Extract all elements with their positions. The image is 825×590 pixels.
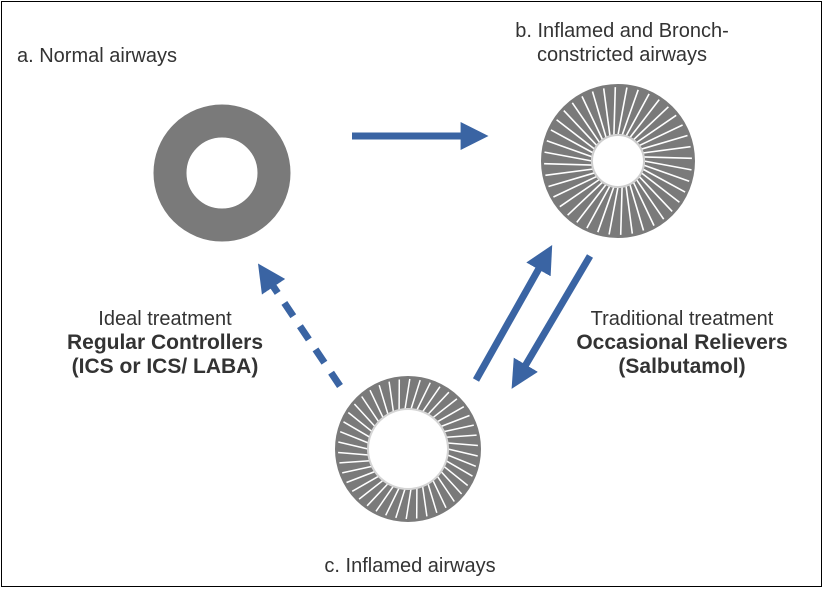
airway-fold-line bbox=[629, 183, 645, 231]
airway-fold-line bbox=[338, 451, 369, 456]
airway-fold-line bbox=[421, 486, 428, 517]
airway-fold-line bbox=[613, 87, 617, 136]
ideal-treatment-detail: (ICS or ICS/ LABA) bbox=[71, 355, 259, 378]
airway-fold-line bbox=[602, 88, 611, 137]
airway-fold-line bbox=[597, 186, 615, 233]
label-inflamed-airways: c. Inflamed airways bbox=[324, 555, 496, 577]
airway-fold-line bbox=[346, 470, 376, 484]
airway-fold-line bbox=[642, 145, 691, 154]
airway-fold-line bbox=[550, 129, 594, 154]
airway-fold-line bbox=[446, 434, 477, 438]
airway-fold-line bbox=[632, 181, 655, 226]
airway-fold-line bbox=[571, 102, 601, 144]
traditional-treatment-detail: (Salbutamol) bbox=[618, 355, 746, 378]
airway-fold-line bbox=[591, 91, 607, 139]
airway-fold-line bbox=[388, 381, 395, 412]
airway-fold-line bbox=[440, 414, 470, 428]
airway-fold-line bbox=[353, 403, 376, 428]
airway-fold-line bbox=[643, 164, 690, 182]
airway-fold-line bbox=[586, 185, 611, 229]
inflamed-airway-ring bbox=[335, 376, 481, 522]
traditional-treatment-block: Traditional treatment Occasional Relieve… bbox=[552, 307, 812, 379]
airway-fold-line bbox=[436, 475, 455, 502]
airway-fold-line bbox=[339, 460, 370, 464]
airway-fold-line bbox=[385, 487, 400, 516]
airway-fold-line bbox=[447, 442, 478, 447]
airway-fold-line bbox=[443, 465, 469, 487]
airway-fold-line bbox=[640, 134, 688, 150]
ideal-treatment-block: Ideal treatment Regular Controllers (ICS… bbox=[40, 307, 290, 379]
airway-fold-line bbox=[548, 172, 596, 188]
airway-fold-line bbox=[342, 465, 373, 474]
airway-fold-line bbox=[375, 485, 395, 512]
ideal-treatment-name: Regular Controllers bbox=[66, 331, 264, 354]
airway-fold-line bbox=[416, 382, 431, 411]
airway-fold-line bbox=[567, 181, 604, 216]
airway-fold-line bbox=[553, 175, 598, 198]
label-normal-airways: a. Normal airways bbox=[17, 45, 178, 67]
airway-fold-line bbox=[643, 160, 692, 171]
airway-fold-line bbox=[544, 151, 593, 162]
airway-fold-line bbox=[436, 406, 465, 423]
airway-fold-line bbox=[366, 483, 389, 507]
airway-fold-line bbox=[378, 384, 389, 415]
traditional-treatment-title: Traditional treatment bbox=[590, 308, 774, 330]
airway-fold-line bbox=[635, 114, 677, 144]
airway-fold-line bbox=[410, 379, 421, 410]
constricted-airway-ring bbox=[541, 84, 695, 238]
airway-fold-line bbox=[427, 391, 450, 415]
airway-fold-line bbox=[625, 185, 634, 234]
airway-fold-line bbox=[642, 168, 686, 193]
airway-fold-line bbox=[544, 162, 593, 166]
airway-fold-line bbox=[395, 488, 406, 519]
airway-fold-line bbox=[617, 87, 628, 136]
airway-fold-line bbox=[443, 424, 474, 433]
airway-fold-line bbox=[421, 386, 441, 413]
airway-fold-line bbox=[632, 106, 669, 141]
airway-fold-line bbox=[440, 470, 463, 495]
traditional-treatment-name: Occasional Relievers bbox=[576, 331, 788, 354]
airway-fold-line bbox=[369, 389, 384, 419]
airway-fold-line bbox=[629, 99, 660, 139]
airway-fold-line bbox=[445, 460, 473, 477]
airway-fold-line bbox=[361, 396, 380, 423]
airway-fold-line bbox=[621, 89, 639, 136]
airway-fold-line bbox=[581, 96, 604, 141]
airway-fold-line bbox=[643, 156, 692, 160]
arrow-inflamed-to-normal-dashed bbox=[257, 263, 343, 388]
airway-fold-line bbox=[405, 488, 412, 520]
airway-fold-line bbox=[447, 454, 477, 467]
airway-fold-line bbox=[546, 140, 593, 158]
arrow-constricted-to-inflamed bbox=[511, 254, 594, 389]
arrow-inflamed-to-constricted bbox=[472, 245, 553, 382]
airway-fold-line bbox=[351, 475, 380, 492]
airway-fold-line bbox=[427, 483, 438, 514]
airway-fold-line bbox=[625, 93, 650, 137]
airway-fold-line bbox=[563, 110, 598, 147]
airway-fold-line bbox=[347, 411, 373, 433]
airway-fold-line bbox=[619, 186, 623, 235]
airway-fold-line bbox=[638, 124, 683, 147]
airway-fold-line bbox=[432, 398, 458, 419]
airway-fold-line bbox=[338, 441, 369, 450]
airway-fold-line bbox=[559, 178, 601, 208]
airway-fold-line bbox=[358, 479, 384, 500]
airway-fold-line bbox=[635, 178, 665, 220]
airway-fold-line bbox=[638, 175, 673, 212]
airway-fold-line bbox=[432, 479, 447, 509]
airway-fold-line bbox=[339, 431, 369, 444]
airway-fold-line bbox=[343, 421, 371, 438]
airway-fold-line bbox=[545, 168, 594, 177]
normal-airway-ring bbox=[153, 104, 291, 242]
airway-fold-line bbox=[404, 378, 411, 410]
airway-fold-line bbox=[556, 119, 596, 150]
airway-fold-line bbox=[447, 448, 478, 457]
ideal-treatment-title: Ideal treatment bbox=[98, 308, 232, 330]
airway-fold-line bbox=[576, 183, 607, 223]
airway-fold-line bbox=[608, 186, 619, 235]
airway-fold-line bbox=[640, 172, 680, 203]
label-inflamed-constricted-airways: b. Inflamed and Bronch- constricted airw… bbox=[515, 20, 729, 66]
